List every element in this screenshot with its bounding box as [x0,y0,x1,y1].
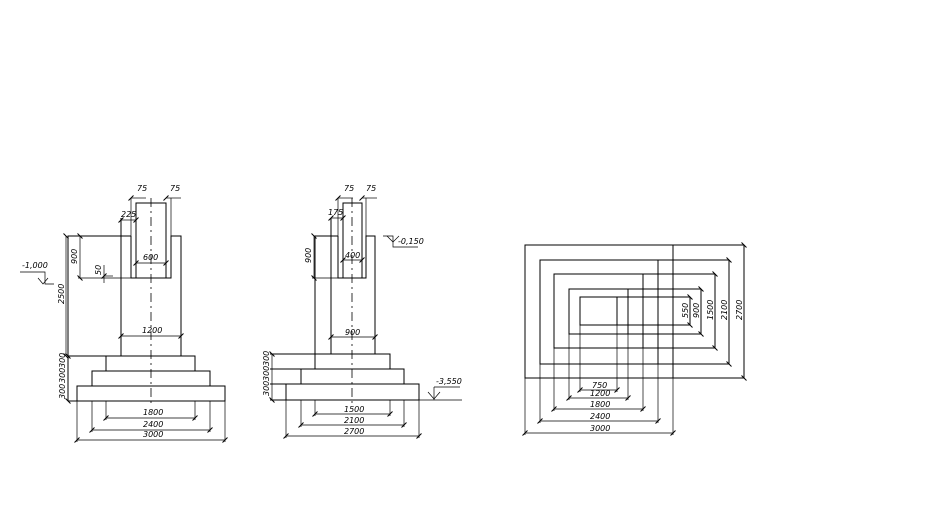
footing-a-step-height-2: 300 [58,368,67,383]
footing-b-step-widths: 1500 2100 2700 [283,400,422,439]
footing-a-step-height-1: 300 [58,353,67,368]
plan-x-dim-3: 1800 [590,400,610,409]
footing-a-height-dim: 2500 [57,233,69,359]
footing-a-socket-bottom-label: 50 [94,265,103,275]
footing-a-outline [67,198,226,406]
footing-b-step-height-3: 300 [262,381,271,396]
footing-a-step-width-3: 3000 [143,430,163,439]
footing-a-section: 75 75 225 600 900 50 -1,000 [20,184,228,443]
footing-a-top-dim-left: 75 [137,184,147,193]
footing-b-socket-side-dim: 175 [328,208,346,221]
footing-b-pedestal-label: 900 [345,328,360,337]
plan-x-dims: 750 1200 1800 2400 3000 [522,325,676,436]
footing-b-socket-width-label: 400 [345,251,360,260]
plan-y-dim-4: 2100 [720,300,729,320]
footing-b-socket-depth-label: 900 [304,248,313,263]
footing-a-socket-width-label: 600 [143,253,158,262]
plan-y-dims: 550 900 1500 2100 2700 [681,242,747,381]
footing-a-pedestal-label: 1200 [142,326,162,335]
plan-x-dim-1: 750 [592,381,607,390]
footing-b-top-dim-right: 75 [366,184,376,193]
plan-x-dim-5: 3000 [590,424,610,433]
footing-b-level-top: -0,150 [383,235,424,248]
footing-a-level-mark: -1,000 [20,261,54,285]
footing-b-step-width-2: 2100 [344,416,364,425]
footing-b-step-height-1: 300 [262,351,271,366]
footing-b-level-bottom: -3,550 [419,377,462,401]
footing-a-level-label: -1,000 [22,261,48,270]
plan-x-dim-4: 2400 [590,412,610,421]
footing-plan: 750 1200 1800 2400 3000 550 900 1500 [522,242,747,436]
footing-a-height-label: 2500 [57,284,66,304]
footing-b-socket-side-label: 175 [328,208,343,217]
footing-a-socket-bottom-dim: 50 [94,265,113,283]
footing-b-socket-depth-dim: 900 [304,233,338,281]
footing-a-top-dims: 75 75 [128,184,181,236]
footing-b-outline [270,198,420,406]
footing-b-step-width-3: 2700 [344,427,364,436]
footing-b-pedestal-dim: 900 [328,328,378,340]
plan-y-dim-3: 1500 [706,300,715,320]
footing-a-step-width-2: 2400 [143,420,163,429]
footing-a-step-widths: 1800 2400 3000 [74,401,228,443]
plan-y-dim-2: 900 [692,303,701,318]
footing-b-top-dims: 75 75 [335,184,377,236]
footing-a-pedestal-dim: 1200 [118,326,184,339]
footing-a-socket-depth-label: 900 [70,249,79,264]
footing-b-step-height-2: 300 [262,366,271,381]
footing-a-socket-side-label: 225 [121,210,136,219]
footing-b-socket-width-dim: 400 [340,251,365,263]
footing-b-level-bottom-label: -3,550 [436,377,462,386]
footing-b-top-dim-left: 75 [344,184,354,193]
footing-a-step-width-1: 1800 [143,408,163,417]
footing-a-socket-side-dim: 225 [118,210,139,223]
footing-b-section: 75 75 175 400 900 -0,150 -3,550 [262,184,462,439]
footing-b-step-width-1: 1500 [344,405,364,414]
plan-y-dim-5: 2700 [735,300,744,320]
footing-b-level-top-label: -0,150 [398,237,424,246]
footing-b-step-heights: 300 300 300 [262,351,275,403]
plan-y-dim-1: 550 [681,303,690,318]
footing-a-socket-width-dim: 600 [133,253,169,266]
footing-a-top-dim-right: 75 [170,184,180,193]
footing-a-step-heights: 300 300 300 [58,353,71,404]
footing-a-step-height-3: 300 [58,384,67,399]
plan-x-dim-2: 1200 [590,389,610,398]
